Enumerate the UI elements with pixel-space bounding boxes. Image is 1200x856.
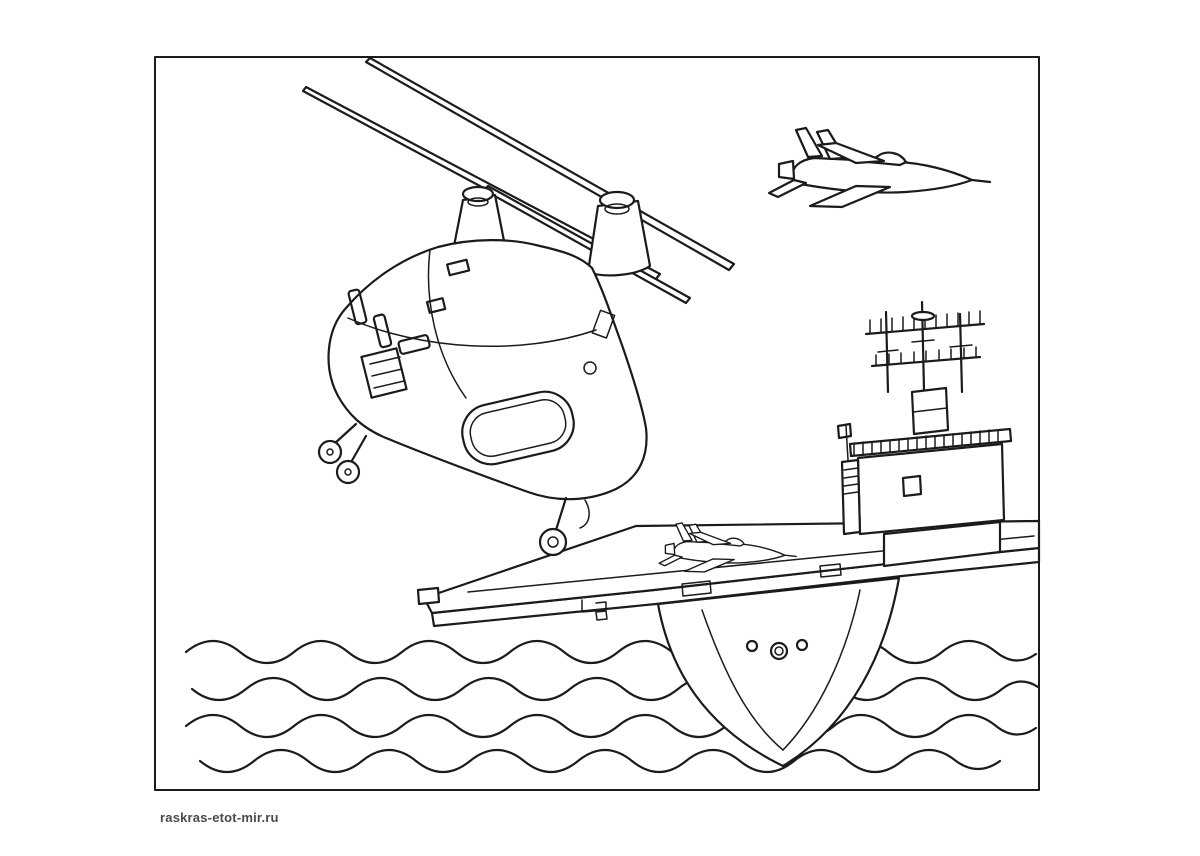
rear-rotor-hub (598, 190, 636, 210)
island-base (882, 520, 1002, 568)
cockpit-windscreen (461, 390, 575, 466)
drawing-border (154, 56, 1040, 791)
cabin-window (372, 313, 393, 349)
front-wheel (335, 459, 361, 485)
railing-posts (853, 429, 999, 456)
wave-line (184, 714, 1038, 738)
deck-square-marking (595, 610, 608, 621)
bow-crease (701, 609, 784, 751)
porthole (795, 638, 809, 652)
cabin-window (445, 258, 471, 277)
antenna-teeth (869, 310, 981, 334)
watermark-text: raskras-etot-mir.ru (160, 810, 279, 825)
wheel-hub (547, 536, 559, 548)
porthole-inner (774, 646, 784, 656)
cabin-window (347, 288, 368, 326)
fuselage-port (583, 361, 597, 375)
windscreen-inner (469, 399, 567, 457)
funnel-line (912, 407, 948, 413)
rear-hook (579, 499, 590, 529)
front-gear-strut (332, 422, 368, 466)
cabin-window (397, 334, 431, 355)
rear-wheel (538, 527, 568, 557)
antenna-teeth (875, 346, 977, 366)
rear-rotor-pylon (586, 199, 652, 277)
porthole (745, 639, 759, 653)
mast-crossbars (877, 339, 973, 353)
rotor-blade (364, 56, 736, 272)
aircraft-carrier (416, 300, 1041, 768)
wave-line (190, 677, 1040, 701)
funnel-box (910, 386, 950, 436)
door-stripes (369, 356, 405, 389)
fighter-jet-flying (767, 126, 992, 209)
flag-box (836, 422, 853, 440)
front-wheel (317, 439, 343, 465)
wave-line (184, 640, 1038, 664)
fuselage-vent (591, 309, 616, 339)
carrier-island (836, 300, 1013, 568)
island-side-ladder (840, 458, 862, 536)
sea-waves (184, 640, 1040, 773)
wheel-hub (344, 468, 352, 476)
island-window (901, 474, 923, 498)
hull-bow (656, 576, 901, 768)
porthole (769, 641, 789, 661)
deck-elevator-mark (819, 563, 842, 578)
cabin-window (425, 297, 447, 314)
wheel-hub (326, 448, 334, 456)
cockpit-frame-line (427, 249, 467, 399)
rear-hub-collar (604, 203, 630, 215)
rear-gear-strut (554, 496, 568, 532)
ladder-rungs (843, 467, 859, 495)
front-hub-collar (467, 197, 489, 207)
island-block (856, 442, 1006, 536)
front-rotor-hub (461, 185, 495, 203)
radar-dish (910, 310, 936, 322)
bow-crease (782, 589, 861, 751)
deck-l-marking (581, 599, 607, 613)
deck-tip-fitting (416, 586, 441, 606)
carrier-hull (656, 576, 901, 768)
wave-line (198, 749, 1002, 773)
tandem-rotor-helicopter (301, 56, 736, 557)
deck-elevator-mark (681, 580, 712, 597)
flag-pole (845, 425, 849, 461)
